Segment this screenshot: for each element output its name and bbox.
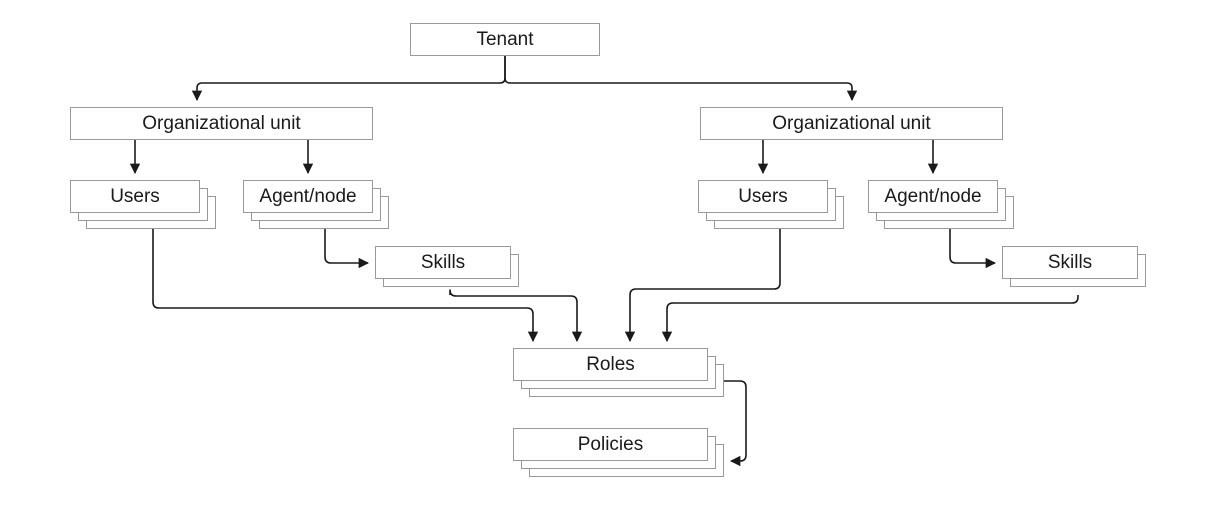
- edge-users-right-to-roles: [624, 229, 781, 343]
- node-skills-left[interactable]: Skills: [375, 246, 511, 279]
- edge-skills-right-to-roles: [661, 295, 1079, 343]
- edge-agent-node-left-to-skills-left: [324, 229, 370, 269]
- edge-tenant-to-org-unit-left: [191, 56, 506, 102]
- node-agent-node-left-label: Agent/node: [259, 186, 357, 207]
- node-agent-node-left[interactable]: Agent/node: [243, 180, 373, 213]
- node-users-left-label: Users: [110, 186, 160, 207]
- edge-tenant-to-org-unit-right: [504, 56, 858, 102]
- node-organizational-unit-right[interactable]: Organizational unit: [700, 107, 1003, 140]
- node-policies[interactable]: Policies: [513, 428, 708, 461]
- node-organizational-unit-left-label: Organizational unit: [142, 113, 301, 134]
- node-skills-right-label: Skills: [1047, 252, 1093, 273]
- node-tenant[interactable]: Tenant: [410, 23, 600, 56]
- node-organizational-unit-right-label: Organizational unit: [772, 113, 931, 134]
- node-roles-label: Roles: [586, 354, 635, 375]
- node-roles[interactable]: Roles: [513, 348, 708, 381]
- node-skills-right[interactable]: Skills: [1002, 246, 1138, 279]
- node-skills-left-label: Skills: [420, 252, 466, 273]
- node-users-right[interactable]: Users: [698, 180, 828, 213]
- node-tenant-label: Tenant: [476, 29, 534, 50]
- node-policies-label: Policies: [577, 434, 644, 455]
- edge-skills-left-to-roles: [449, 289, 583, 343]
- edge-roles-to-policies: [724, 380, 747, 467]
- node-users-right-label: Users: [738, 186, 788, 207]
- edge-agent-node-right-to-skills-right: [949, 229, 997, 269]
- node-organizational-unit-left[interactable]: Organizational unit: [70, 107, 373, 140]
- node-agent-node-right-label: Agent/node: [884, 186, 982, 207]
- node-agent-node-right[interactable]: Agent/node: [868, 180, 998, 213]
- node-users-left[interactable]: Users: [70, 180, 200, 213]
